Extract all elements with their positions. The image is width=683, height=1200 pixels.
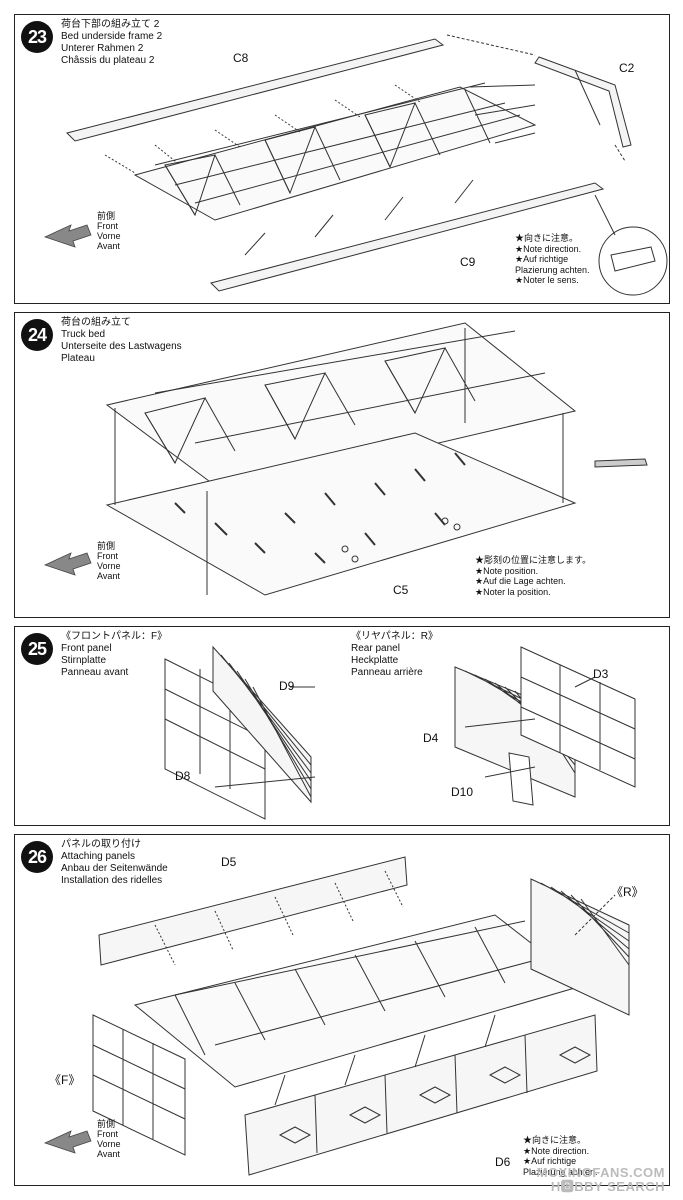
step-title-rear-panel: 《リヤパネル：R》 Rear panel Heckplatte Panneau … [351,631,439,678]
step-number: 26 [21,841,53,873]
step-number: 25 [21,633,53,665]
step-25-illustration [164,645,636,820]
part-label-c5: C5 [393,583,409,597]
step-title: 荷台の組み立て Truck bed Unterseite des Lastwag… [61,317,182,364]
part-label-f: 《F》 [49,1073,81,1087]
part-label-d9: D9 [279,679,295,693]
step-23-panel: 23 荷台下部の組み立て 2 Bed underside frame 2 Unt… [14,14,670,304]
note-position: ★彫刻の位置に注意します。★Note position. ★Auf die La… [475,555,592,597]
step-title-front-panel: 《フロントパネル：F》 Front panel Stirnplatte Pann… [61,631,168,678]
part-label-c8: C8 [233,51,249,65]
step-26-illustration [43,856,630,1176]
front-arrow-icon [43,552,92,576]
watermark: MOXINGFANS.COM H🅱BBY SEARCH [536,1165,665,1194]
step-24-panel: 24 荷台の組み立て Truck bed Unterseite des Last… [14,312,670,618]
front-arrow-icon [43,1130,92,1154]
step-title: 荷台下部の組み立て 2 Bed underside frame 2 Untere… [61,19,163,66]
step-26-panel: 26 パネルの取り付け Attaching panels Anbau der S… [14,834,670,1186]
part-label-c9: C9 [460,255,476,269]
step-23-illustration [43,34,668,296]
step-title: パネルの取り付け Attaching panels Anbau der Seit… [61,839,168,886]
front-arrow-icon [43,224,92,248]
part-label-d5: D5 [221,855,237,869]
step-number: 24 [21,319,53,351]
part-label-c2: C2 [619,61,635,75]
step-number: 23 [21,21,53,53]
step-25-panel: 25 《フロントパネル：F》 Front panel Stirnplatte P… [14,626,670,826]
step-24-illustration [43,322,648,596]
part-label-d8: D8 [175,769,191,783]
part-label-r: 《R》 [611,885,644,899]
part-label-d3: D3 [593,667,609,681]
part-label-d4: D4 [423,731,439,745]
part-label-d6: D6 [495,1155,511,1169]
part-label-d10: D10 [451,785,474,799]
